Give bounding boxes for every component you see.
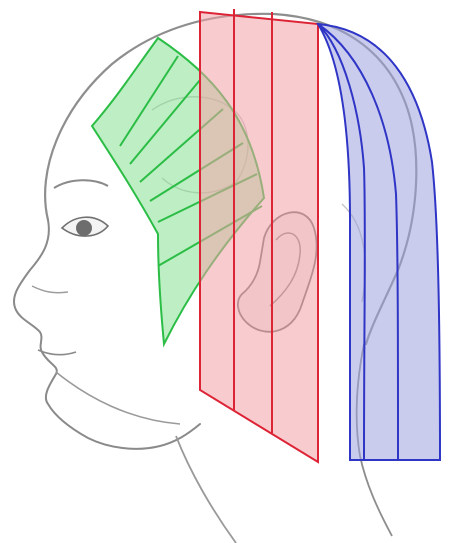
nose-shading — [32, 286, 68, 293]
middle-section-shape — [200, 12, 318, 462]
neck-front — [176, 436, 236, 543]
eyebrow — [54, 180, 108, 188]
back-section-overlay — [318, 24, 440, 460]
jawline — [56, 372, 180, 424]
back-section-shape — [318, 24, 440, 460]
middle-section-overlay — [200, 9, 318, 462]
iris — [76, 220, 92, 236]
